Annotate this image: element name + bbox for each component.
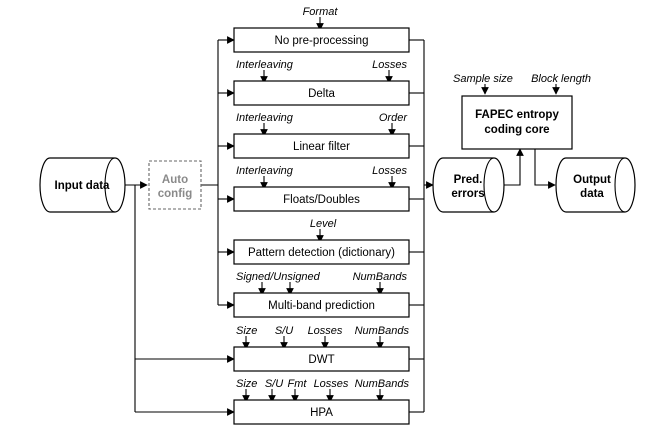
param-label: Losses [308, 325, 343, 337]
output-line1: Output [573, 174, 611, 186]
stage-label: Linear filter [293, 141, 350, 153]
core-line2: coding core [484, 124, 549, 136]
param-sample-size: Sample size [453, 73, 513, 85]
param-label: Order [379, 112, 408, 124]
param-label: S/U [265, 378, 283, 390]
param-label: Losses [372, 165, 407, 177]
param-label: Losses [372, 59, 407, 71]
param-label: Interleaving [236, 59, 294, 71]
pred-errors-line2: errors [451, 188, 484, 200]
pred-errors-cylinder: Pred. errors [432, 157, 505, 213]
param-label: Size [236, 378, 257, 390]
output-line2: data [580, 188, 604, 200]
param-label: Level [310, 218, 337, 230]
stage-floats-doubles: Floats/Doubles [233, 186, 410, 212]
stage-label: Floats/Doubles [283, 194, 360, 206]
parameter-labels: Format Interleaving Losses Interleaving … [236, 6, 591, 390]
stage-delta: Delta [233, 80, 410, 106]
output-merge-connectors [409, 39, 556, 413]
input-branch-connectors [125, 36, 235, 416]
auto-config-box: Auto config [148, 160, 202, 210]
stage-label: DWT [308, 354, 334, 366]
param-label: Interleaving [236, 112, 294, 124]
stage-label: Multi-band prediction [268, 300, 375, 312]
stage-pattern-detection: Pattern detection (dictionary) [233, 239, 410, 265]
stage-dwt: DWT [233, 346, 410, 372]
pred-errors-line1: Pred. [454, 174, 483, 186]
stage-no-preprocessing: No pre-processing [233, 27, 410, 53]
stage-linear-filter: Linear filter [233, 133, 410, 159]
param-label: NumBands [355, 325, 410, 337]
input-data-label: Input data [55, 180, 111, 192]
param-label: Losses [314, 378, 349, 390]
param-label: Signed/Unsigned [236, 271, 321, 283]
input-data-cylinder: Input data [39, 157, 126, 213]
param-label: NumBands [353, 271, 408, 283]
param-block-length: Block length [531, 73, 591, 85]
param-format: Format [303, 6, 339, 18]
stage-label: No pre-processing [275, 35, 369, 47]
stage-label: Delta [308, 88, 335, 100]
output-data-cylinder: Output data [555, 157, 636, 213]
param-label: Fmt [288, 378, 308, 390]
auto-config-line1: Auto [162, 174, 188, 186]
auto-config-line2: config [158, 188, 193, 200]
param-label: Size [236, 325, 257, 337]
stage-multi-band-prediction: Multi-band prediction [233, 292, 410, 318]
core-line1: FAPEC entropy [475, 109, 559, 121]
param-label: NumBands [355, 378, 410, 390]
stage-hpa: HPA [233, 399, 410, 425]
stage-label: Pattern detection (dictionary) [248, 247, 395, 259]
stage-label: HPA [310, 407, 333, 419]
param-label: S/U [275, 325, 293, 337]
fapec-core-box: FAPEC entropy coding core [461, 95, 573, 150]
param-label: Interleaving [236, 165, 294, 177]
